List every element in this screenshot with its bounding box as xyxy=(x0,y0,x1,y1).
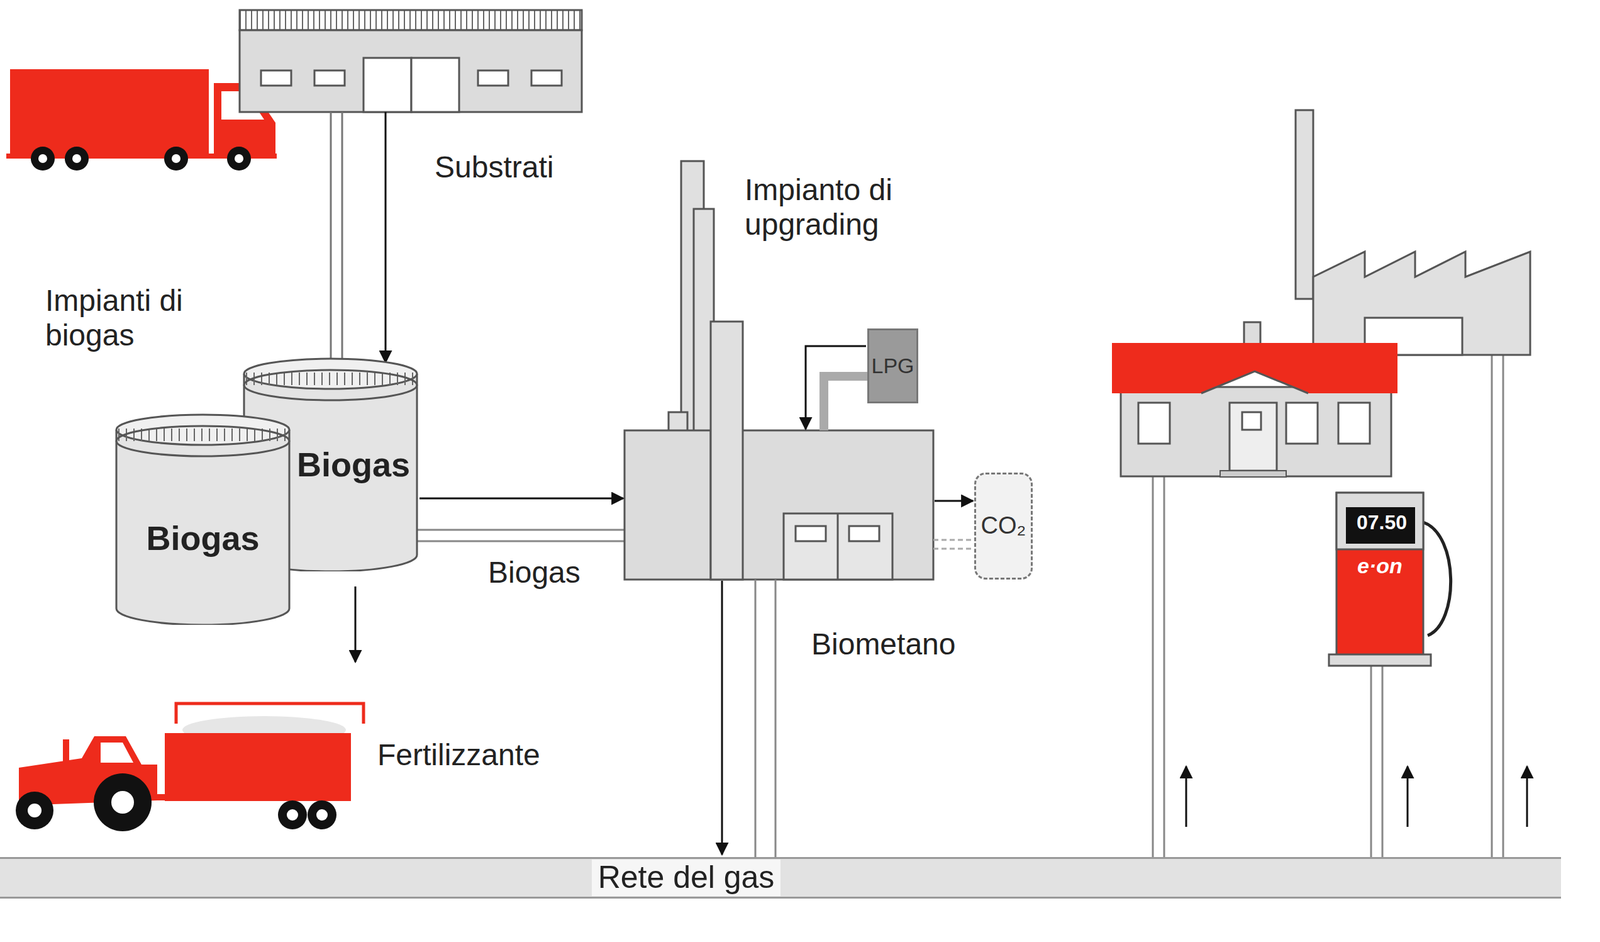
flow-arrow xyxy=(721,580,724,855)
node-text: Biogas xyxy=(296,444,411,484)
upgrading-plant xyxy=(624,161,975,580)
biogas-tank: Biogas xyxy=(115,413,291,625)
substrate-warehouse: Substrati xyxy=(239,10,582,112)
biomethane-pipe xyxy=(755,579,776,857)
co2-tank: CO₂ xyxy=(974,472,1033,580)
flow-arrow xyxy=(384,111,387,363)
brand-logo: e·on xyxy=(1339,553,1421,578)
truck xyxy=(6,69,277,171)
substrate-pipe xyxy=(330,111,343,365)
house xyxy=(1111,322,1398,477)
upgrading-plant: Impianto di upgrading xyxy=(624,430,934,580)
factory xyxy=(1295,110,1531,355)
biogas-pipe xyxy=(416,529,626,541)
node-text: Biogas xyxy=(145,518,260,558)
substrate-warehouse xyxy=(239,10,582,112)
node-heading: Impianto di upgrading xyxy=(744,172,959,242)
plant-group-label: Impianti di biogas xyxy=(45,283,260,353)
node-text: Rete del gas xyxy=(591,859,782,896)
pump-display: 07.50 xyxy=(1349,510,1415,534)
flow-arrow xyxy=(934,500,973,502)
fuel-pump xyxy=(1328,492,1451,666)
node-heading: Substrati xyxy=(434,149,554,185)
flow-label: Biometano xyxy=(811,626,956,662)
tractor xyxy=(15,703,364,831)
node-text: LPG xyxy=(871,353,914,378)
fertilizer-arrow xyxy=(354,586,357,662)
supply-arrows xyxy=(1186,766,1528,827)
gas-grid-pipe: Rete del gas xyxy=(0,856,1562,899)
flow-arrow xyxy=(805,345,867,429)
flow-arrow xyxy=(419,497,624,500)
output-label: Fertilizzante xyxy=(377,737,541,772)
flow-label: Biogas xyxy=(488,554,581,590)
lpg-tank: LPG xyxy=(867,328,919,404)
node-text: CO₂ xyxy=(981,511,1027,540)
